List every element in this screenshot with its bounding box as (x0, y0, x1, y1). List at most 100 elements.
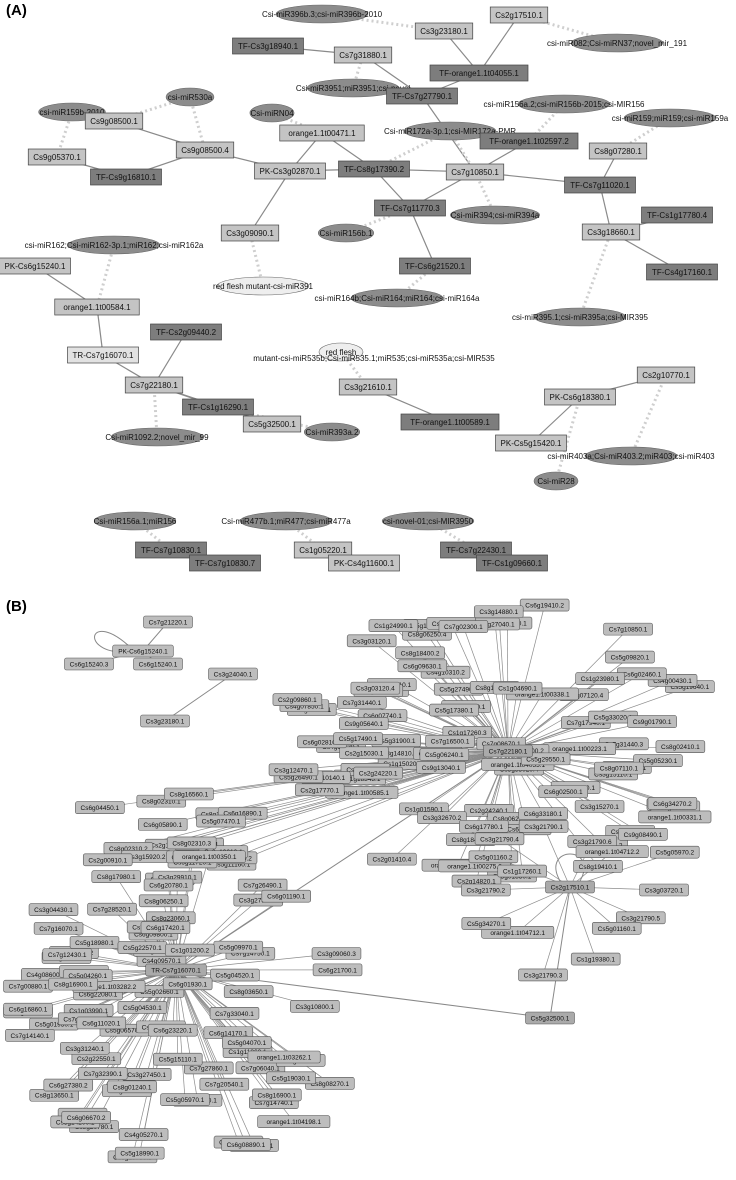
node-label: orange1.1t04712.1 (490, 930, 545, 937)
node-cs3g23180-1: Cs3g23180.1 (414, 22, 474, 40)
node-label: Cs1g04690.1 (498, 686, 537, 693)
node-label: TF-Cs1g09660.1 (482, 559, 543, 568)
node-label: Cs6g09800.1 (134, 932, 173, 939)
node-label: Csi-miR28 (537, 477, 575, 486)
node-label: Cs7g31880.1 (339, 51, 387, 60)
node-label: Cs1g03990.1 (69, 1008, 108, 1015)
node-cs2g01410-4: Cs2g01410.4 (367, 852, 417, 866)
node-cs5g01160-2: Cs5g01160.2 (468, 850, 519, 864)
edge (175, 969, 247, 1145)
node-label: Cs3g21610.1 (344, 383, 392, 392)
hub-node-cs2g17510-1: Cs2g17510.1 (545, 880, 595, 894)
node-label: Cs7g31440.3 (605, 741, 644, 748)
node-label: csi-miR530a (168, 93, 213, 102)
node-label: Cs7g31440.1 (343, 700, 382, 707)
node-cs5g22570-1: Cs5g22570.1 (117, 941, 168, 954)
node-tf-cs9g16810-1: TF-Cs9g16810.1 (90, 168, 162, 186)
edge-n27-n35 (409, 207, 436, 267)
node-tf-orange1-1t00589-1: TF-orange1.1t00589.1 (400, 413, 500, 431)
node-label: Cs7g33040.1 (215, 1011, 254, 1018)
node-label: Cs4g05270.1 (124, 1132, 163, 1139)
node-cs6g04450-1: Cs6g04450.1 (75, 801, 125, 815)
node-cs1g24990-1: Cs1g24990.1 (368, 619, 419, 632)
node-csi-mir396b-3-csi-mir396b-2010: Csi-miR396b.3;csi-miR396b-2010 (262, 4, 383, 24)
node-label: Cs4g10310.2 (426, 670, 465, 677)
node-label: csi-miR395.1;csi-miR395a;csi-MIR395 (512, 313, 649, 322)
node-label: Cs6g17420.1 (146, 925, 185, 932)
edge (175, 969, 255, 1146)
node-cs3g21610-1: Cs3g21610.1 (338, 378, 398, 396)
node-label: Cs6g06670.2 (67, 1115, 106, 1122)
node-label: Cs9g05370.1 (33, 153, 81, 162)
node-label: Cs6g04450.1 (81, 805, 120, 812)
node-cs6g27380-2: Cs6g27380.2 (43, 1078, 94, 1092)
node-csi-mir172a-3p-1-csi-mir172a-pmr: Csi-miR172a-3p.1;csi-MIR172a-PMR (384, 121, 516, 141)
node-cs2g24220-1: Cs2g24220.1 (353, 766, 403, 780)
node-label: Cs5g09820.1 (611, 655, 650, 662)
node-tf-cs3g18940-1: TF-Cs3g18940.1 (232, 37, 304, 55)
node-label: Cs6g02500.1 (544, 789, 583, 796)
node-label: Cs5g32500.1 (531, 1016, 570, 1023)
node-label: Cs6g27380.2 (49, 1083, 88, 1090)
node-cs3g15270-1: Cs3g15270.1 (574, 800, 625, 813)
node-cs5g01160-1: Cs5g01160.1 (591, 922, 642, 935)
node-csi-mir156a-2-csi-mir156b-2015-csi-mir15: csi-miR156a.2;csi-miR156b-2015;csi-MIR15… (484, 94, 645, 114)
node-csi-mir164b-csi-mir164-mir164-csi-mir164: csi-miR164b;Csi-miR164;miR164;csi-miR164… (315, 288, 480, 308)
node-label: Cs6g02460.1 (623, 671, 662, 678)
node-cs6g15240-3: Cs6g15240.3 (64, 657, 114, 671)
node-tf-cs8g17390-2: TF-Cs8g17390.2 (338, 160, 410, 178)
node-label: Cs5g04530.1 (123, 1005, 162, 1012)
node-label: orange1.1t00275.2 (447, 863, 502, 870)
edge (569, 886, 617, 929)
node-label: Cs8g18400.2 (401, 650, 440, 657)
edge-b5-b6 (164, 673, 234, 722)
hub-node-cs7g22180-1: Cs7g22180.1 (483, 744, 533, 758)
edge-n41-n46 (153, 331, 187, 386)
node-label: red flesh mutant-csi-miR391 (213, 282, 314, 291)
node-cs6g17780-1: Cs6g17780.1 (459, 820, 509, 833)
edge-n11-n18 (188, 96, 207, 151)
node-cs7g20540-1: Cs7g20540.1 (199, 1077, 250, 1091)
node-label: Cs3g10800.1 (295, 1004, 334, 1011)
node-cs3g09090-1: Cs3g09090.1 (220, 224, 280, 242)
node-tf-cs4g17160-1: TF-Cs4g17160.1 (646, 263, 718, 281)
node-label: Csi-miRN04 (250, 109, 294, 118)
node-label: Cs5g04520.1 (216, 973, 255, 980)
node-label: csi-novel-01;csi-MIR3950 (383, 517, 474, 526)
node-label: Cs7g27860.1 (189, 1065, 228, 1072)
node-label: Cs9g05640.1 (344, 721, 383, 728)
node-cs9g05640-1: Cs9g05640.1 (339, 717, 389, 730)
node-label: Cs5g06240.1 (425, 752, 464, 759)
node-label: Cs6g07740.1 (363, 713, 402, 720)
node-label: Cs8g02310.2 (109, 846, 148, 853)
node-csi-novel-01-csi-mir3950: csi-novel-01;csi-MIR3950 (381, 511, 475, 531)
node-cs3g10800-1: Cs3g10800.1 (290, 1000, 340, 1013)
node-label: Cs5g05970.2 (655, 850, 694, 857)
node-tf-orange1-1t02597-2: TF-orange1.1t02597.2 (479, 132, 579, 150)
node-label: orange1.1t00350.1 (182, 854, 237, 861)
node-cs5g09970-1: Cs5g09970.1 (213, 940, 264, 954)
node-cs7g10850-1: Cs7g10850.1 (445, 163, 505, 181)
node-cs8g17980-1: Cs8g17980.1 (91, 870, 142, 884)
node-pk-cs4g11600-1: PK-Cs4g11600.1 (328, 554, 400, 572)
node-cs5g32500-1: Cs5g32500.1 (242, 415, 302, 433)
node-cs7g02300-1: Cs7g02300.1 (438, 620, 489, 633)
node-label: orange1.1t03282.2 (82, 984, 137, 991)
node-label: TF-Cs2g09440.2 (156, 328, 217, 337)
node-label: Cs7g16070.1 (39, 926, 78, 933)
node-label: Cs2g14820.1 (457, 879, 496, 886)
node-pk-cs5g15420-1: PK-Cs5g15420.1 (495, 434, 567, 452)
node-label: Cs6g20780.1 (149, 883, 188, 890)
node-label: Cs3g15270.1 (580, 804, 619, 811)
hub-node-cs5g32500-1: Cs5g32500.1 (525, 1011, 575, 1025)
node-label: TF-Cs7g22430.1 (446, 546, 507, 555)
node-label: Cs8g17980.1 (97, 874, 136, 881)
node-cs8g19410-1: Cs8g19410.1 (573, 860, 623, 873)
node-cs5g07470-1: Cs5g07470.1 (196, 814, 246, 828)
node-cs3g21790-2: Cs3g21790.2 (461, 883, 511, 897)
edge (507, 656, 631, 752)
node-label: orange1.1t00223.1 (552, 746, 607, 753)
node-cs7g26490-1: Cs7g26490.1 (237, 878, 288, 892)
node-csi-mir28: Csi-miR28 (533, 471, 579, 491)
node-label: Cs6g08890.1 (227, 1142, 266, 1149)
